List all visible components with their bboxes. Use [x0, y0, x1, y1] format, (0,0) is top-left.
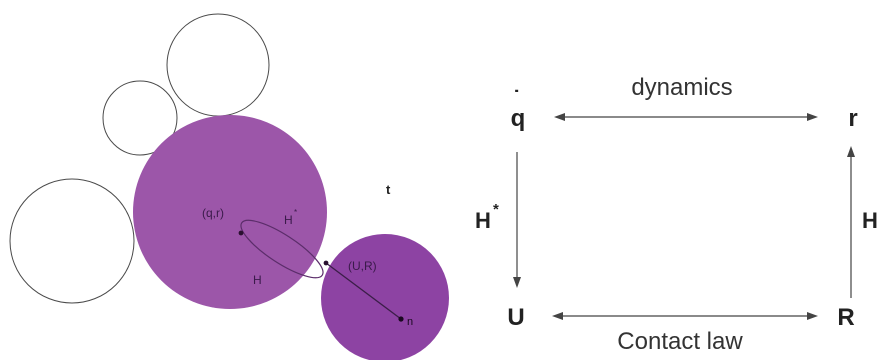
label-h: H: [253, 273, 262, 287]
outline-circle-small: [102, 80, 178, 156]
corner-u: U: [507, 304, 524, 331]
h-star-edge-label: H: [475, 208, 491, 233]
tangent-line: [325, 197, 381, 264]
small-purple-body: [321, 234, 449, 360]
outline-circle-left: [9, 178, 135, 304]
label-n: n: [407, 316, 413, 328]
corner-r: r: [848, 105, 857, 132]
contact-law-arrowhead-left: [552, 312, 563, 320]
tangent-arrowhead: [376, 193, 384, 203]
h-arrowhead: [847, 146, 855, 157]
label-qr: (q,r): [202, 206, 224, 220]
relation-square: dynamics Contact law H * H ˙ q r U R: [475, 74, 877, 355]
large-purple-body: [133, 115, 327, 309]
contact-law-arrowhead-right: [807, 312, 818, 320]
point-n: [398, 316, 404, 322]
h-star-arrowhead: [513, 277, 521, 288]
normal-line: [325, 262, 402, 320]
dynamics-arrowhead-right: [807, 113, 818, 121]
contact-law-label: Contact law: [617, 328, 743, 355]
dynamics-arrowhead-left: [554, 113, 565, 121]
dynamics-label: dynamics: [631, 74, 732, 101]
h-star-edge-sup: *: [493, 201, 499, 218]
label-h-star-sup: *: [294, 208, 297, 217]
corner-r-bottom: R: [837, 304, 854, 331]
corner-q: q: [511, 105, 526, 132]
mapping-ellipse: [240, 219, 324, 279]
point-contact: [323, 260, 329, 266]
bodies-figure: (q,r) H * H (U,R) t n: [9, 13, 449, 360]
label-h-star: H: [284, 213, 293, 227]
accent-dot: ˙: [513, 86, 520, 111]
outline-circle-top: [166, 13, 270, 117]
h-edge-label: H: [862, 208, 877, 233]
label-ur: (U,R): [348, 259, 377, 273]
label-t: t: [386, 182, 391, 197]
point-qr: [238, 230, 244, 236]
